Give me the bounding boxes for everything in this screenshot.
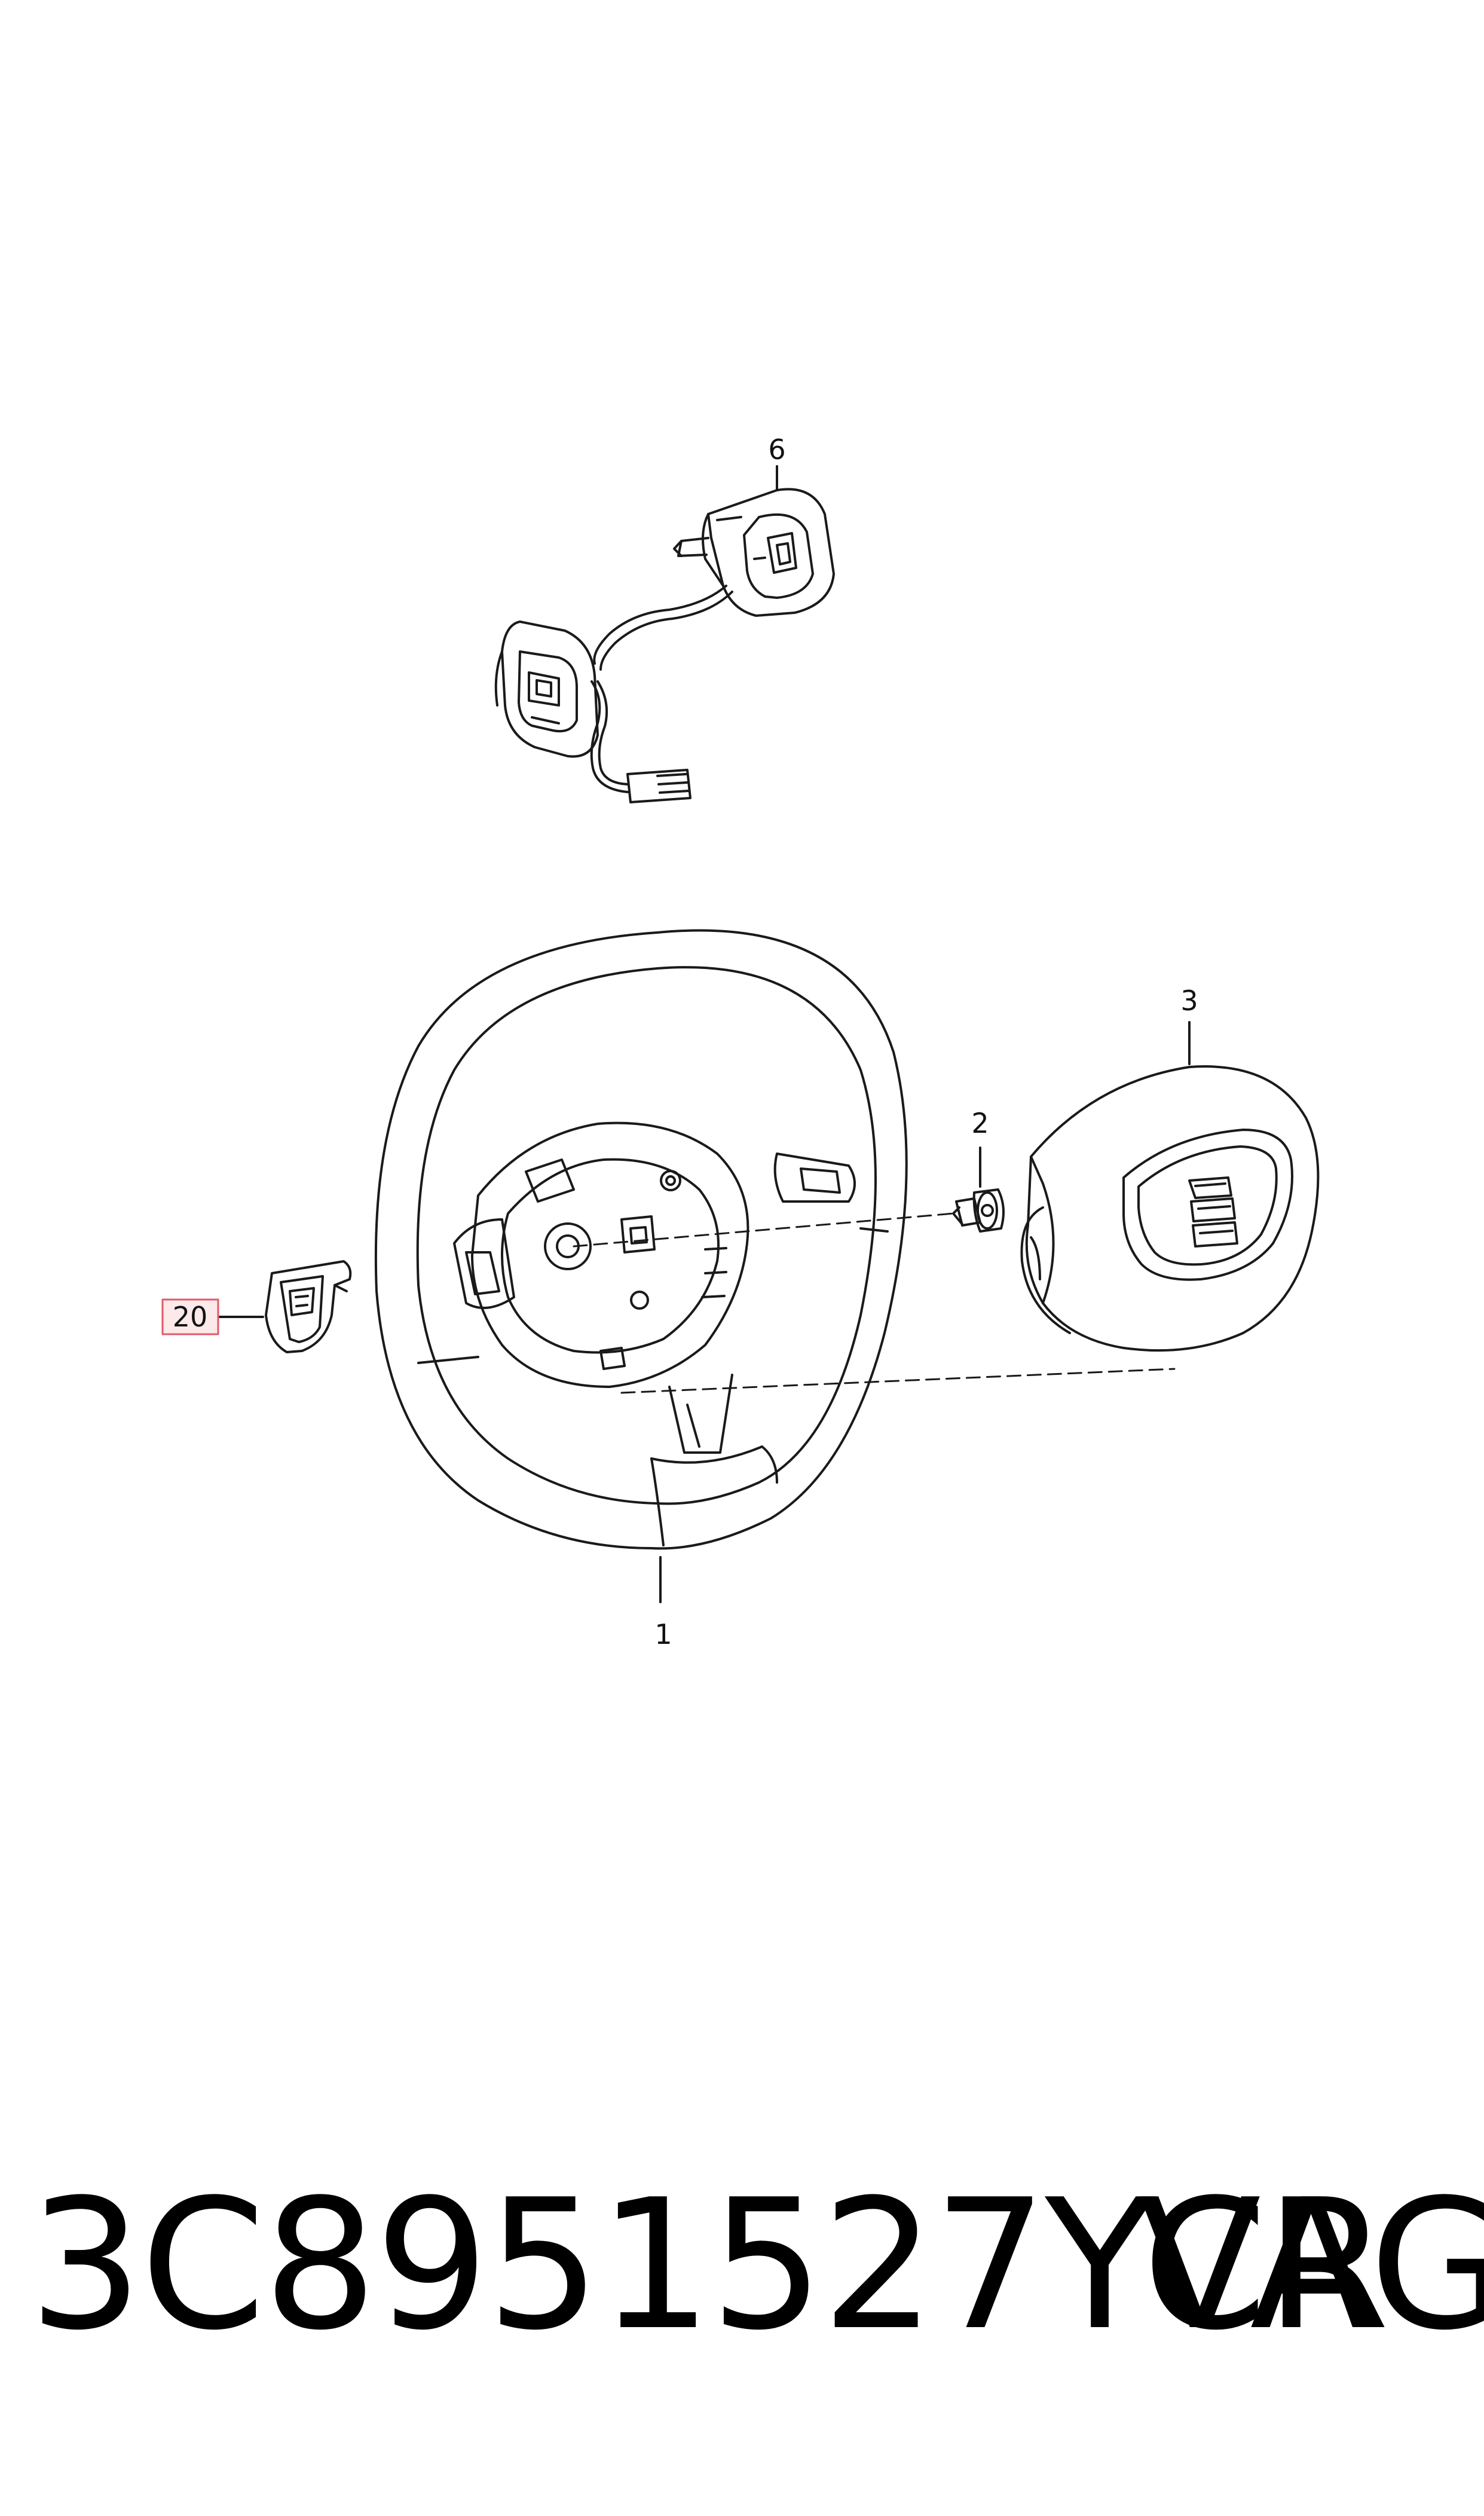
brand-logo [1188, 1176, 1238, 1248]
assembly-line-airbag [620, 1368, 1176, 1394]
callout-1: 1 [654, 1618, 672, 1650]
shift-paddle[interactable] [265, 1260, 352, 1353]
callout-6: 6 [768, 433, 785, 466]
steering-wheel[interactable] [374, 929, 908, 1550]
footer: 3C8951527YCR VAG [0, 2176, 1484, 2355]
brand-name: VAG [1139, 2161, 1484, 2370]
callout-20-box[interactable] [161, 1298, 219, 1335]
part-number: 3C8951527YCR [29, 2161, 1390, 2370]
airbag-module[interactable] [1020, 1065, 1320, 1352]
multifunction-switch-assembly[interactable] [494, 488, 835, 803]
callout-2: 2 [971, 1107, 989, 1139]
callout-20[interactable]: 20 [173, 1301, 208, 1333]
hub-bolt[interactable] [952, 1188, 1005, 1233]
assembly-line-bolt [573, 1212, 954, 1248]
callout-3: 3 [1180, 985, 1198, 1017]
